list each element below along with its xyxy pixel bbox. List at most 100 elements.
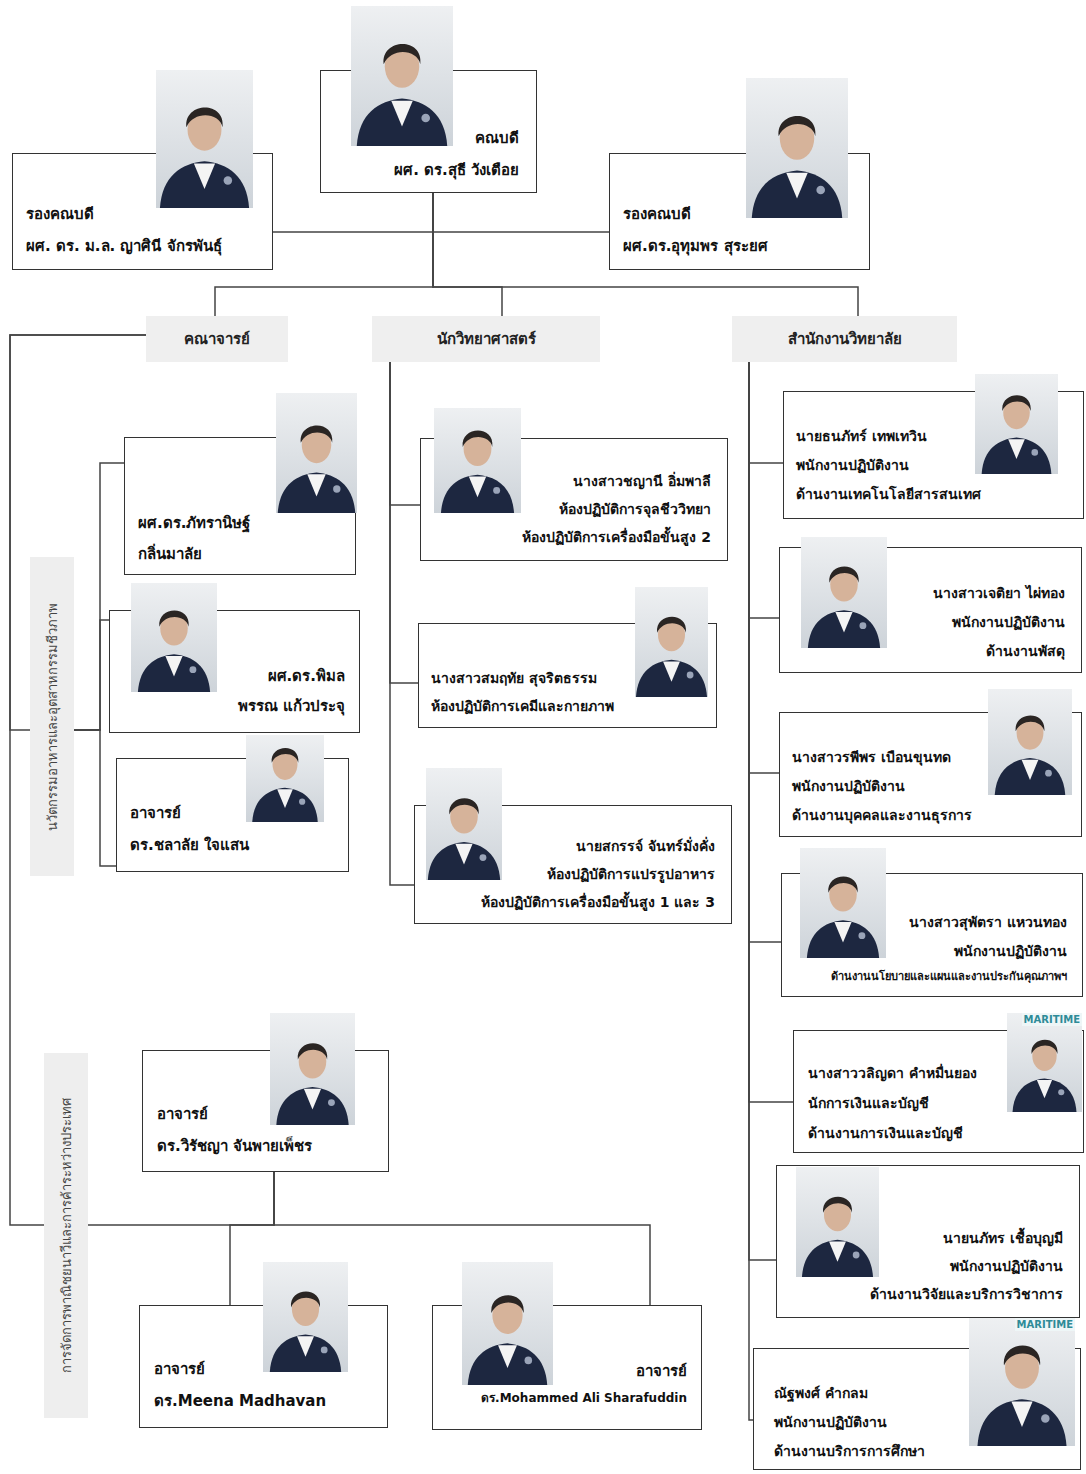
group-band: นวัตกรรมอาหารและอุตสาหกรรมชีวภาพ	[30, 557, 74, 876]
portrait-figure	[975, 374, 1058, 474]
role-text: ห้องปฏิบัติการแปรรูปอาหาร	[547, 860, 715, 888]
portrait-photo	[263, 1262, 348, 1372]
section-header: คณาจารย์	[146, 316, 288, 362]
org-box: รองคณบดีผศ. ดร. ม.ล. ญาศินี จักรพันธุ์	[12, 153, 273, 270]
header-text: คณาจารย์	[184, 327, 250, 351]
portrait-photo	[131, 583, 217, 692]
text-group: นายธนภัทร์ เทพเทวินพนักงานปฏิบัติงานด้าน…	[796, 422, 981, 509]
portrait-figure	[796, 1167, 879, 1277]
name-text: อาจารย์	[130, 797, 181, 829]
portrait-photo	[351, 6, 453, 146]
name-text: นายธนภัทร์ เทพเทวิน	[796, 422, 927, 451]
connector-line	[433, 193, 609, 232]
role-text: ห้องปฏิบัติการเครื่องมือขั้นสูง 2	[522, 523, 711, 551]
portrait-figure	[131, 583, 217, 692]
section-header: นักวิทยาศาสตร์	[372, 316, 600, 362]
role-text: ดร.ชลาลัย ใจแสน	[130, 829, 249, 861]
portrait-photo	[635, 587, 708, 697]
role-text: ด้านงานการเงินและบัญชี	[808, 1118, 963, 1148]
portrait-photo	[434, 408, 521, 513]
portrait-photo	[988, 689, 1072, 795]
connector-line	[74, 620, 109, 730]
name-text: นายสกรรจ์ จันทร์มั่งคั่ง	[576, 832, 715, 860]
portrait-photo	[801, 537, 887, 648]
text-group: นางสาวสุพัตรา แหวนทองพนักงานปฏิบัติงานด้…	[831, 908, 1067, 988]
portrait-photo	[746, 78, 848, 218]
org-box: นางสาวสุพัตรา แหวนทองพนักงานปฏิบัติงานด้…	[781, 873, 1083, 997]
role-text: ผศ. ดร.สุธี วังเตือย	[394, 154, 519, 186]
role-text: นักการเงินและบัญชี	[808, 1088, 929, 1118]
connector-line	[749, 362, 776, 1260]
text-group: นายนภัทร เชื้อบุญมีพนักงานปฏิบัติงานด้าน…	[870, 1224, 1063, 1308]
portrait-figure	[969, 1318, 1075, 1446]
name-text: นางสาวสมฤทัย สุจริตธรรม	[431, 664, 597, 692]
connector-line	[273, 193, 433, 232]
org-box: อาจารย์ดร.Mohammed Ali Sharafuddin	[432, 1305, 702, 1430]
role-text: พนักงานปฏิบัติงาน	[774, 1408, 887, 1437]
name-text: อาจารย์	[636, 1355, 687, 1387]
name-text: นายนภัทร เชื้อบุญมี	[943, 1224, 1063, 1252]
text-group: นางสาวเจติยา ไผ่ทองพนักงานปฏิบัติงานด้าน…	[933, 579, 1065, 666]
text-group: นางสาววลิญดา คำหมื่นยองนักการเงินและบัญช…	[808, 1058, 977, 1148]
text-group: ณัฐพงศ์ คำกลมพนักงานปฏิบัติงานด้านงานบริ…	[774, 1379, 925, 1466]
portrait-figure	[635, 587, 708, 697]
name-text: นางสาวรพีพร เบือนขุนทด	[792, 743, 951, 772]
connector-line	[749, 362, 779, 773]
portrait-figure	[1007, 1013, 1082, 1112]
portrait-figure	[351, 6, 453, 146]
role-text: ผศ.ดร.อุทุมพร สุระยศ	[623, 230, 768, 262]
role-text: กลิ่นมาลัย	[138, 539, 202, 570]
name-text: ณัฐพงศ์ คำกลม	[774, 1379, 868, 1408]
portrait-photo: MARITIME	[1007, 1013, 1082, 1112]
role-text: ด้านงานพัสดุ	[986, 637, 1065, 666]
text-group: รองคณบดีผศ.ดร.อุทุมพร สุระยศ	[623, 198, 768, 262]
portrait-photo	[156, 70, 253, 208]
role-text: พรรณ แก้วประจุ	[238, 691, 345, 721]
portrait-figure	[270, 1013, 355, 1125]
portrait-figure	[434, 408, 521, 513]
portrait-figure	[988, 689, 1072, 795]
org-box: ผศ.ดร.พิมลพรรณ แก้วประจุ	[109, 610, 360, 733]
role-text: ด้านงานบริการการศึกษา	[774, 1437, 925, 1466]
name-text: นางสาวสุพัตรา แหวนทอง	[909, 908, 1067, 937]
watermark-label: MARITIME	[1022, 1013, 1082, 1026]
connector-line	[390, 362, 420, 505]
header-text: สำนักงานวิทยาลัย	[788, 327, 902, 351]
name-text: คณบดี	[475, 122, 519, 154]
text-group: อาจารย์ดร.วิรัชญา จันพายเพ็ชร	[157, 1098, 312, 1162]
role-text: ด้านงานนโยบายและแผนและงานประกันคุณภาพฯ	[831, 966, 1067, 988]
name-text: นางสาวเจติยา ไผ่ทอง	[933, 579, 1065, 608]
group-band: การจัดการพาณิชยนาวีและการค้าระหว่างประเท…	[44, 1053, 88, 1418]
connector-line	[749, 362, 779, 618]
role-text: พนักงานปฏิบัติงาน	[792, 772, 905, 801]
portrait-figure	[746, 78, 848, 218]
portrait-figure	[800, 848, 886, 958]
text-group: รองคณบดีผศ. ดร. ม.ล. ญาศินี จักรพันธุ์	[26, 198, 222, 262]
connector-line	[390, 362, 418, 683]
org-box: อาจารย์ดร.วิรัชญา จันพายเพ็ชร	[142, 1050, 389, 1172]
org-box: นายสกรรจ์ จันทร์มั่งคั่งห้องปฏิบัติการแป…	[414, 805, 732, 924]
role-text: พนักงานปฏิบัติงาน	[952, 608, 1065, 637]
name-text: นางสาวชญานี อิ่มพาลี	[573, 467, 711, 495]
portrait-figure	[263, 1262, 348, 1372]
org-box: นายธนภัทร์ เทพเทวินพนักงานปฏิบัติงานด้าน…	[783, 391, 1084, 519]
connector-line	[390, 362, 414, 885]
org-box: รองคณบดีผศ.ดร.อุทุมพร สุระยศ	[609, 153, 870, 270]
portrait-photo	[270, 1013, 355, 1125]
name-text: นางสาววลิญดา คำหมื่นยอง	[808, 1058, 977, 1088]
section-header: สำนักงานวิทยาลัย	[732, 316, 957, 362]
name-text: อาจารย์	[157, 1098, 208, 1130]
org-box: อาจารย์ดร.Meena Madhavan	[139, 1305, 388, 1428]
role-text: พนักงานปฏิบัติงาน	[796, 451, 909, 480]
org-box: อาจารย์ดร.ชลาลัย ใจแสน	[116, 758, 349, 872]
org-box: นางสาวเจติยา ไผ่ทองพนักงานปฏิบัติงานด้าน…	[779, 547, 1082, 673]
text-group: คณบดีผศ. ดร.สุธี วังเตือย	[394, 122, 519, 186]
name-text: ผศ.ดร.ภัทรานิษฐ์	[138, 508, 250, 539]
portrait-photo	[426, 768, 502, 880]
band-text: การจัดการพาณิชยนาวีและการค้าระหว่างประเท…	[56, 1098, 77, 1373]
portrait-figure	[276, 393, 357, 513]
text-group: อาจารย์ดร.Meena Madhavan	[154, 1353, 326, 1417]
text-group: นายสกรรจ์ จันทร์มั่งคั่งห้องปฏิบัติการแป…	[481, 832, 715, 916]
name-text: อาจารย์	[154, 1353, 205, 1385]
role-text: ด้านงานเทคโนโลยีสารสนเทศ	[796, 480, 981, 509]
